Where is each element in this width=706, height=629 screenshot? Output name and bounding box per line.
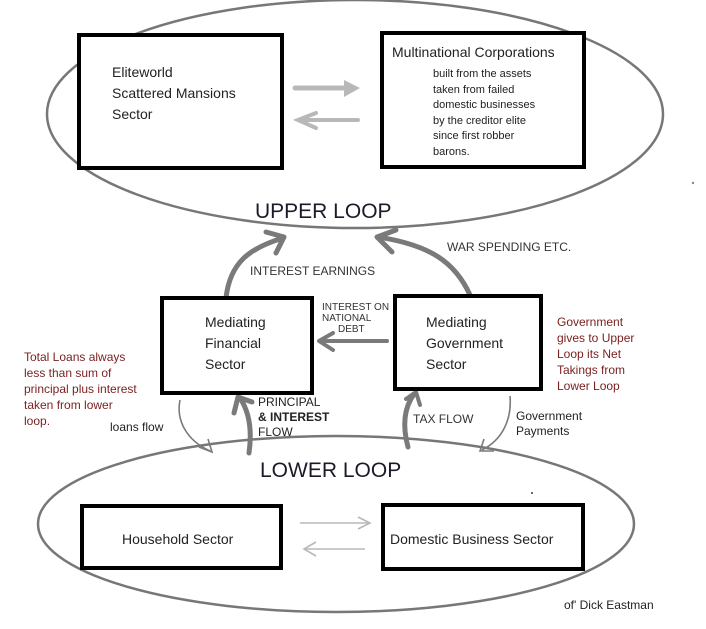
government-payments-line-2: Payments (516, 424, 570, 438)
lower-exchange-arrow-left (302, 541, 365, 557)
stray-dot (531, 492, 533, 494)
eliteworld-sector-text: Eliteworld Scattered Mansions Sector (112, 62, 236, 125)
eliteworld-line-1: Eliteworld (112, 64, 173, 80)
total-loans-line-2: less than sum of (24, 366, 112, 380)
total-loans-line-4: taken from lower (24, 398, 113, 412)
author-credit: of' Dick Eastman (564, 598, 654, 612)
interest-national-debt-line-2: NATIONAL (322, 313, 372, 324)
interest-national-debt-line-3: DEBT (338, 324, 365, 335)
government-payments-arrow (478, 395, 512, 452)
interest-national-debt-arrow (317, 331, 389, 352)
eliteworld-line-3: Sector (112, 106, 153, 122)
interest-national-debt-label: INTEREST ON NATIONAL DEBT (322, 302, 389, 335)
financial-sector-text: Mediating Financial Sector (205, 312, 266, 375)
financial-sector-box: Mediating Financial Sector (160, 296, 314, 395)
household-sector-box: Household Sector (80, 504, 283, 570)
financial-line-3: Sector (205, 356, 246, 372)
multinational-line-4: by the creditor elite (433, 114, 526, 127)
total-loans-line-5: loop. (24, 414, 51, 428)
domestic-business-sector-label: Domestic Business Sector (390, 531, 554, 547)
upper-loop-title: UPPER LOOP (255, 200, 392, 223)
principal-interest-flow-arrow (231, 394, 255, 456)
total-loans-line-3: principal plus interest (24, 382, 137, 396)
financial-line-1: Mediating (205, 314, 266, 330)
upper-exchange-arrow-right (292, 80, 360, 97)
government-gives-note: Government gives to Upper Loop its Net T… (557, 314, 634, 394)
lower-loop-ellipse (36, 434, 636, 614)
upper-exchange-arrow-left (292, 111, 360, 130)
multinational-line-1: built from the assets (433, 68, 532, 80)
multinational-title: Multinational Corporations (392, 44, 555, 60)
government-sector-box: Mediating Government Sector (393, 294, 543, 391)
government-gives-line-2: gives to Upper (557, 331, 635, 345)
interest-national-debt-line-1: INTEREST ON (322, 302, 390, 313)
principal-line-1: PRINCIPAL (258, 395, 321, 409)
principal-line-2: & INTEREST (258, 410, 330, 424)
total-loans-line-1: Total Loans always (24, 350, 126, 364)
government-gives-line-5: Lower Loop (557, 379, 620, 393)
multinational-description: built from the assets taken from failed … (433, 67, 535, 160)
household-sector-label: Household Sector (122, 531, 234, 547)
total-loans-note: Total Loans always less than sum of prin… (24, 349, 137, 429)
tax-flow-label: TAX FLOW (413, 412, 474, 426)
multinational-line-5: since first robber (433, 130, 515, 142)
eliteworld-line-2: Scattered Mansions (112, 85, 236, 101)
interest-earnings-label: INTEREST EARNINGS (250, 264, 376, 278)
loans-flow-label: loans flow (110, 420, 164, 434)
war-spending-label: WAR SPENDING ETC. (447, 240, 572, 254)
government-line-1: Mediating (426, 314, 487, 330)
war-spending-arrow (374, 227, 473, 298)
lower-exchange-arrow-right (300, 516, 372, 530)
government-line-2: Government (426, 335, 504, 351)
government-sector-text: Mediating Government Sector (426, 312, 503, 375)
government-line-3: Sector (426, 356, 467, 372)
government-gives-line-1: Government (557, 315, 624, 329)
domestic-business-sector-box: Domestic Business Sector (381, 503, 585, 571)
government-payments-line-1: Government (516, 409, 583, 423)
principal-line-3: FLOW (258, 425, 293, 439)
interest-earnings-arrow (223, 229, 287, 301)
stray-dot (691, 181, 695, 185)
eliteworld-sector-box: Eliteworld Scattered Mansions Sector (77, 33, 284, 170)
government-payments-label: Government Payments (516, 409, 582, 439)
government-gives-line-3: Loop its Net (557, 347, 622, 361)
loans-flow-arrow (178, 399, 214, 454)
government-gives-line-4: Takings from (557, 363, 626, 377)
principal-interest-flow-label: PRINCIPAL & INTEREST FLOW (258, 395, 329, 440)
tax-flow-arrow (402, 390, 422, 450)
multinational-line-3: domestic businesses (433, 99, 536, 111)
upper-loop-ellipse (45, 0, 665, 230)
financial-line-2: Financial (205, 335, 262, 351)
multinational-corporations-box: Multinational Corporations built from th… (380, 31, 586, 169)
lower-loop-title: LOWER LOOP (260, 459, 402, 482)
multinational-line-6: barons. (433, 145, 470, 158)
multinational-line-2: taken from failed (433, 83, 515, 96)
